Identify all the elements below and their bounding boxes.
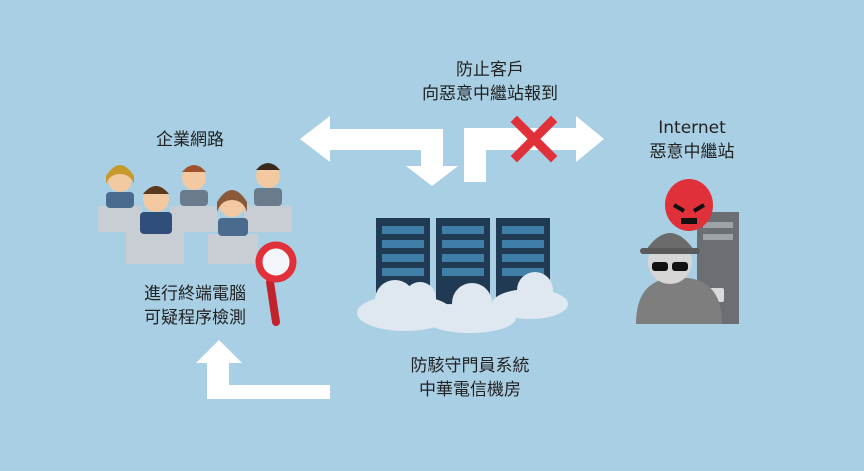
top-caption-line2: 向惡意中繼站報到: [422, 84, 558, 104]
datacenter-line2: 中華電信機房: [419, 380, 521, 400]
enterprise-label: 企業網路: [156, 130, 224, 150]
internet-label-line1: Internet: [658, 118, 726, 138]
arrow-return-to-enterprise: [196, 340, 330, 399]
endpoint-check-label: 進行終端電腦 可疑程序檢測: [120, 282, 270, 330]
top-caption-line1: 防止客戶: [456, 60, 524, 80]
cloud-icon: [357, 272, 568, 333]
arrow-to-enterprise: [300, 116, 458, 186]
datacenter-label: 防駭守門員系統 中華電信機房: [380, 354, 560, 402]
blocked-x-icon: [510, 115, 558, 163]
arrow-to-internet: [464, 116, 604, 182]
magnifier-icon: [255, 241, 297, 326]
endpoint-check-line1: 進行終端電腦: [144, 284, 246, 304]
endpoint-check-line2: 可疑程序檢測: [144, 308, 246, 328]
datacenter-line1: 防駭守門員系統: [410, 356, 530, 376]
enterprise-users-icon: [98, 163, 292, 264]
internet-label-line2: 惡意中繼站: [649, 142, 735, 162]
top-caption: 防止客戶 向惡意中繼站報到: [390, 58, 590, 106]
internet-label: Internet 惡意中繼站: [622, 116, 762, 164]
hacker-icon: [636, 179, 739, 324]
